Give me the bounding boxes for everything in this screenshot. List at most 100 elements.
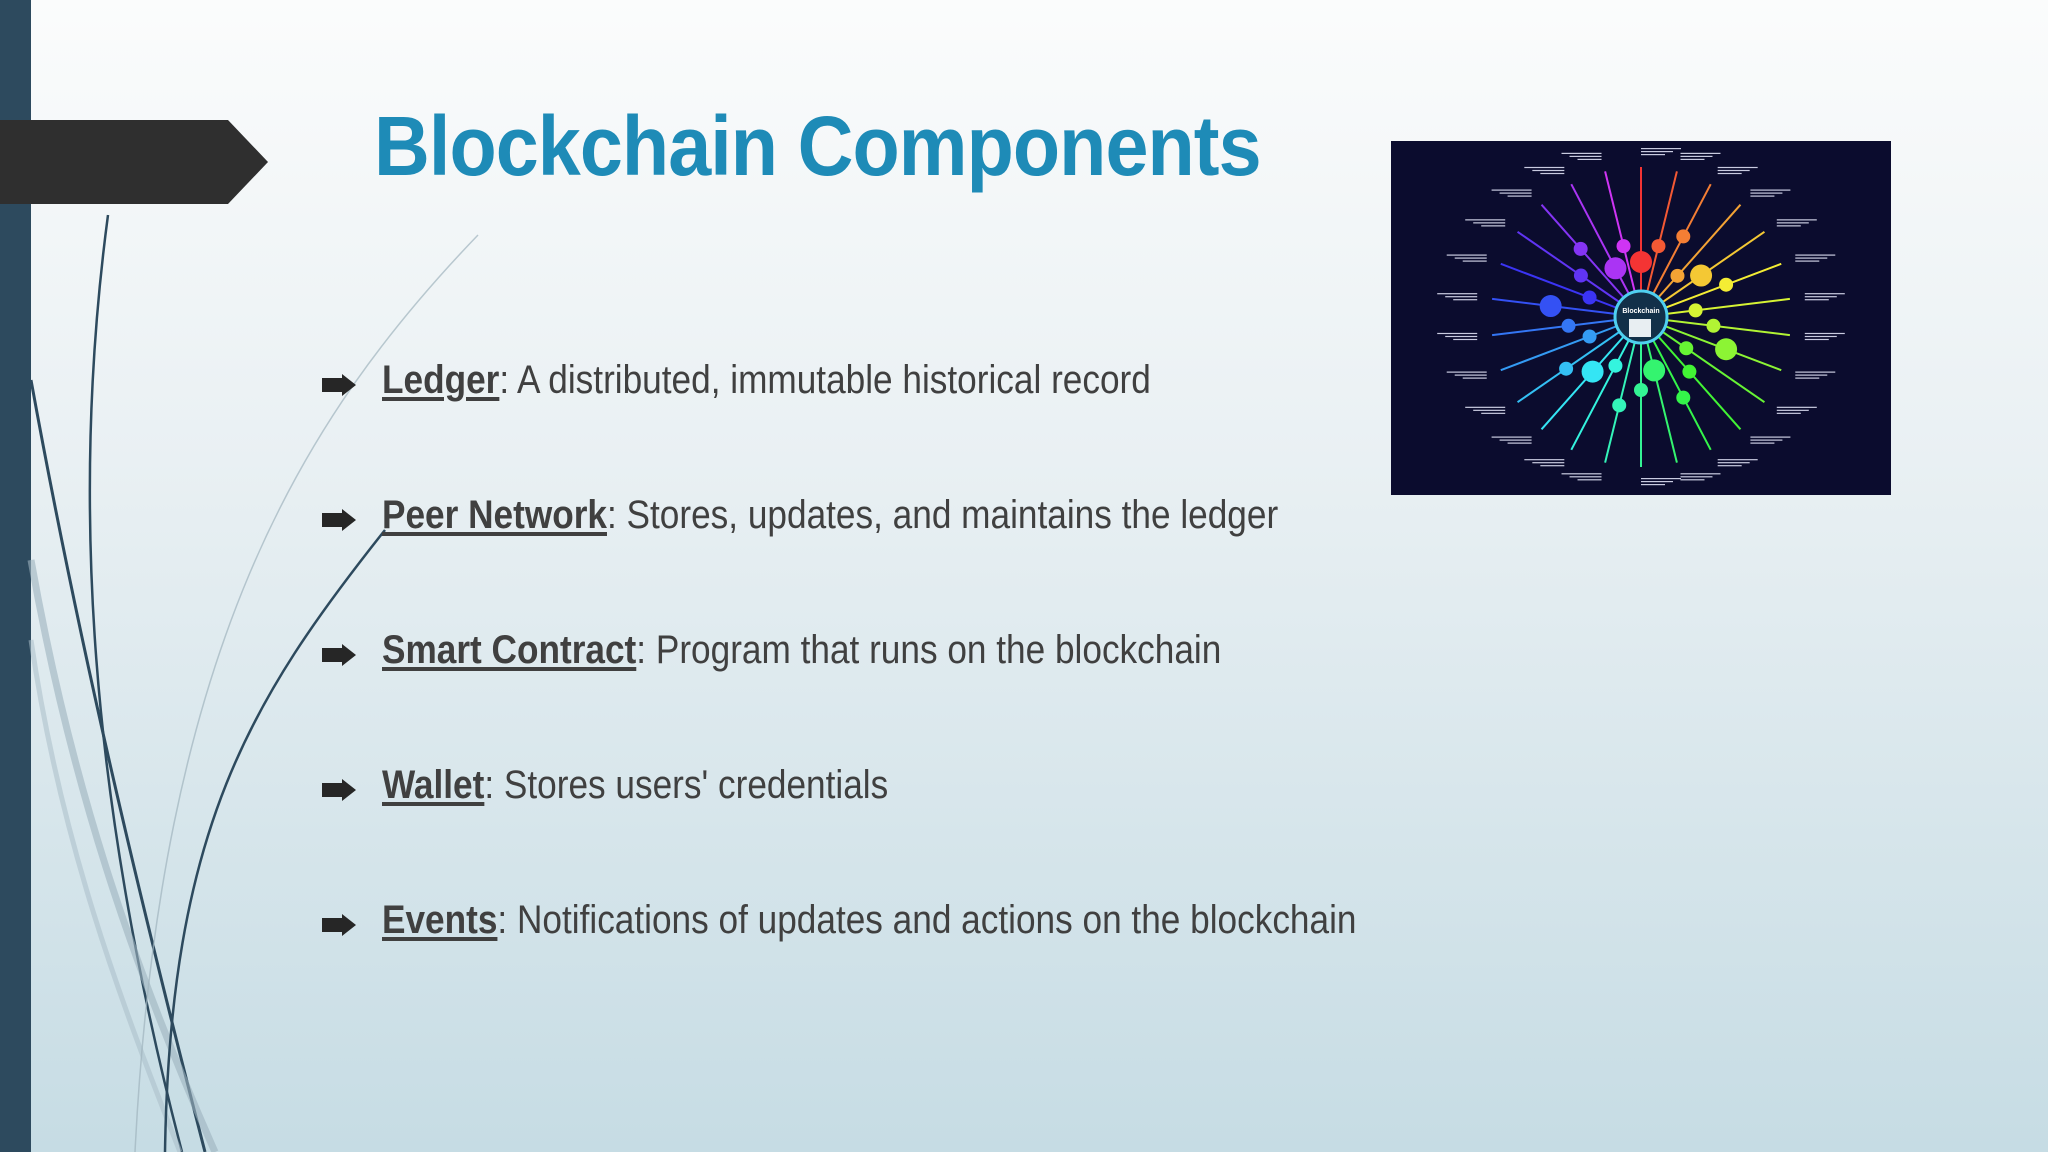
hub-caption-line: [1577, 158, 1602, 160]
bullet-description: : Stores users' credentials: [484, 763, 889, 807]
hub-caption-line: [1465, 219, 1506, 221]
hub-caption-line: [1680, 152, 1721, 154]
arrow-bullet-icon: [322, 509, 356, 531]
hub-caption-line: [1804, 293, 1845, 295]
hub-caption-line: [1445, 296, 1478, 298]
hub-caption-line: [1776, 222, 1809, 224]
slide-title: Blockchain Components: [374, 99, 1262, 193]
hub-caption-line: [1540, 465, 1565, 467]
hub-node-icon: [1630, 251, 1652, 273]
hub-caption-line: [1717, 172, 1742, 175]
hub-caption-line: [1540, 172, 1565, 175]
hub-caption-line: [1750, 439, 1783, 441]
hub-node-icon: [1690, 264, 1713, 287]
arrow-bullet-icon: [322, 374, 356, 396]
hub-node-icon: [1612, 398, 1627, 413]
hub-caption-line: [1776, 225, 1801, 227]
hub-caption-line: [1473, 222, 1506, 224]
hub-node-icon: [1604, 257, 1627, 280]
decorative-curves: [27, 214, 479, 1152]
hub-node-icon: [1706, 318, 1721, 333]
hub-caption-line: [1491, 189, 1532, 191]
hub-caption-line: [1804, 299, 1829, 301]
bullet-text: Smart Contract: Program that runs on the…: [382, 628, 1221, 673]
bullet-description: : Program that runs on the blockchain: [636, 628, 1222, 672]
hub-caption-line: [1641, 148, 1681, 150]
bullet-text: Peer Network: Stores, updates, and maint…: [382, 493, 1278, 538]
bullet-text: Wallet: Stores users' credentials: [382, 763, 888, 808]
hub-caption-line: [1795, 260, 1820, 262]
hub-caption-line: [1795, 257, 1828, 259]
bullet-term: Wallet: [382, 763, 485, 807]
hub-node-icon: [1581, 360, 1604, 383]
hub-caption-line: [1499, 192, 1532, 194]
hub-caption-line: [1446, 371, 1487, 373]
hub-node-icon: [1688, 303, 1703, 318]
hub-caption-line: [1569, 476, 1602, 478]
hub-caption-line: [1446, 254, 1487, 256]
hub-caption-line: [1641, 484, 1665, 486]
hub-caption-line: [1776, 412, 1801, 414]
hub-caption-line: [1804, 296, 1837, 298]
hub-caption-line: [1680, 479, 1705, 481]
hub-caption-line: [1524, 459, 1565, 461]
hub-caption-line: [1795, 371, 1836, 373]
blockchain-hub-diagram: Blockchain: [1391, 141, 1891, 495]
hub-node-icon: [1561, 318, 1576, 333]
hub-caption-line: [1795, 374, 1828, 376]
hub-node-icon: [1616, 239, 1631, 254]
hub-node-icon: [1651, 239, 1666, 254]
hub-caption-line: [1465, 406, 1506, 408]
hub-caption-line: [1804, 335, 1837, 338]
hub-caption-line: [1680, 155, 1713, 157]
hub-node-icon: [1670, 268, 1685, 283]
hub-caption-line: [1717, 465, 1742, 467]
hub-caption-line: [1462, 377, 1487, 379]
hub-caption-line: [1532, 462, 1565, 464]
hub-caption-line: [1453, 299, 1478, 301]
bullet-term: Ledger: [382, 358, 500, 402]
hub-node-icon: [1719, 277, 1734, 292]
bullet-description: : A distributed, immutable historical re…: [499, 358, 1151, 402]
hub-caption-line: [1641, 478, 1681, 480]
hub-caption-line: [1532, 169, 1565, 172]
bullet-description: : Notifications of updates and actions o…: [497, 898, 1357, 942]
hub-caption-line: [1491, 436, 1532, 438]
hub-node-icon: [1715, 338, 1738, 361]
arrow-bullet-icon: [322, 779, 356, 801]
hub-caption-line: [1717, 462, 1750, 464]
hub-caption-line: [1776, 409, 1809, 411]
hub-caption-line: [1507, 442, 1532, 444]
hub-caption-line: [1776, 219, 1817, 221]
hub-caption-line: [1717, 459, 1758, 461]
hub-caption-line: [1750, 436, 1791, 438]
hub-caption-line: [1641, 151, 1673, 153]
hub-caption-line: [1804, 332, 1845, 335]
bullet-text: Ledger: A distributed, immutable histori…: [382, 358, 1151, 403]
hub-caption-line: [1453, 338, 1478, 341]
hub-node-icon: [1573, 241, 1588, 256]
hub-node-icon: [1643, 359, 1666, 382]
hub-node-icon: [1634, 383, 1648, 397]
hub-caption-line: [1454, 257, 1487, 259]
hub-caption-line: [1750, 192, 1783, 194]
arrow-bullet-icon: [322, 644, 356, 666]
hub-caption-line: [1437, 332, 1478, 335]
hub-caption-line: [1641, 154, 1665, 156]
hub-caption-line: [1462, 260, 1487, 262]
hub-caption-line: [1680, 158, 1705, 160]
hub-caption-line: [1577, 479, 1602, 481]
hub-node-icon: [1608, 358, 1623, 373]
hub-caption-line: [1717, 169, 1750, 172]
hub-caption-line: [1507, 195, 1532, 197]
hub-node-icon: [1679, 341, 1694, 356]
hub-caption-line: [1680, 476, 1713, 478]
hub-node-icon: [1676, 390, 1691, 405]
hub-caption-line: [1795, 377, 1820, 379]
diagram-center-label: Blockchain: [1622, 308, 1659, 315]
hub-caption-line: [1750, 195, 1775, 197]
bullet-text: Events: Notifications of updates and act…: [382, 898, 1356, 943]
hub-caption-line: [1717, 166, 1758, 169]
hub-caption-line: [1680, 473, 1721, 475]
hub-caption-line: [1481, 412, 1506, 414]
